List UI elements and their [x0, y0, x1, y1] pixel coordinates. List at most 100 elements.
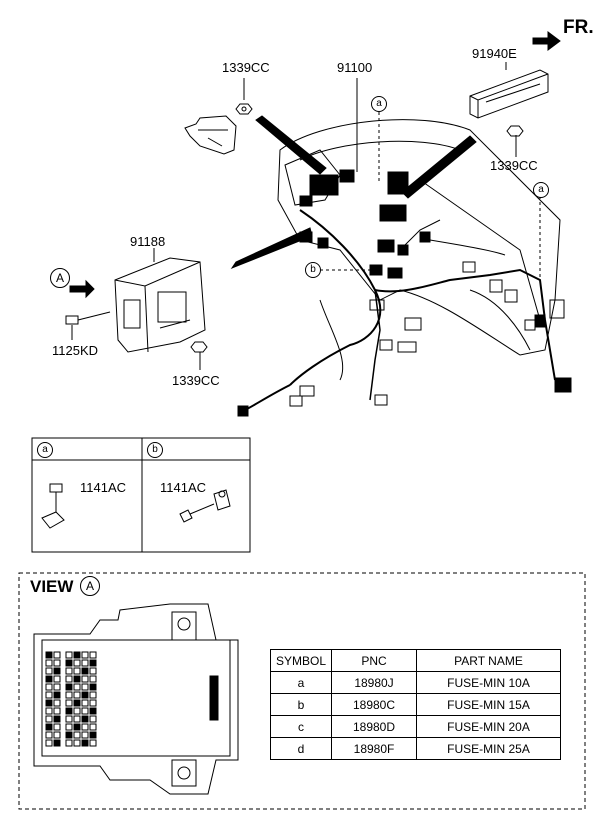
fuse-slot: [53, 659, 61, 667]
fuse-slot: [73, 723, 81, 731]
fuse-slot: [53, 691, 61, 699]
fuse-slot: [53, 699, 61, 707]
fuse-slot: [45, 699, 53, 707]
fuse-slot: [53, 667, 61, 675]
fuse-slot: [89, 691, 97, 699]
fuse-slot: [89, 667, 97, 675]
row-pnc: 18980F: [331, 737, 417, 760]
fuse-slot: [53, 715, 61, 723]
row-part-name: FUSE-MIN 25A: [416, 737, 561, 760]
fuse-slot: [73, 667, 81, 675]
col-part-name: PART NAME: [416, 649, 561, 672]
fuse-slot: [65, 667, 73, 675]
fuse-slot: [65, 699, 73, 707]
fuse-slot: [53, 707, 61, 715]
fuse-slot: [89, 699, 97, 707]
fuse-slot: [65, 651, 73, 659]
callout-1125kd: 1125KD: [52, 343, 99, 358]
fuse-slot: [89, 651, 97, 659]
fuse-slot: [73, 715, 81, 723]
fuse-slot: [89, 659, 97, 667]
fuse-slot: [81, 707, 89, 715]
fuse-slot: [53, 683, 61, 691]
detail-a-part: 1141AC: [80, 480, 127, 495]
fuse-slot: [53, 723, 61, 731]
fuse-slot: [73, 707, 81, 715]
callout-91188: 91188: [130, 234, 166, 249]
fuse-slot: [73, 683, 81, 691]
fuse-slot: [81, 739, 89, 747]
callout-1339cc-top: 1339CC: [222, 60, 270, 75]
fuse-slot: [73, 739, 81, 747]
row-symbol: b: [270, 693, 332, 716]
table-row: d 18980F FUSE-MIN 25A: [270, 737, 561, 760]
fuse-slot: [73, 675, 81, 683]
fuse-slot: [53, 739, 61, 747]
fuse-slot: [89, 731, 97, 739]
fuse-slot: [65, 675, 73, 683]
fuse-slot: [73, 699, 81, 707]
row-symbol: d: [270, 737, 332, 760]
fuse-slot: [45, 683, 53, 691]
fuse-slot: [89, 683, 97, 691]
fuse-slot: [81, 715, 89, 723]
marker-a-top: a: [371, 96, 387, 112]
fuse-slot: [89, 739, 97, 747]
detail-a-marker: a: [37, 442, 53, 458]
fuse-slot: [81, 683, 89, 691]
table-row: b 18980C FUSE-MIN 15A: [270, 693, 561, 716]
fuse-slot: [45, 659, 53, 667]
fuse-slot: [81, 731, 89, 739]
fuse-slot: [65, 739, 73, 747]
fuse-slot: [45, 715, 53, 723]
fuse-slot: [81, 675, 89, 683]
fuse-slot: [73, 691, 81, 699]
marker-view-a: A: [50, 268, 70, 288]
fuse-slot: [81, 723, 89, 731]
fuse-slot: [65, 715, 73, 723]
fuse-slot: [89, 715, 97, 723]
front-arrow-icon: [532, 31, 561, 51]
fuse-slot: [45, 723, 53, 731]
fuse-slot: [65, 683, 73, 691]
view-title: VIEW: [30, 577, 74, 596]
fuse-slot: [65, 723, 73, 731]
fuse-slot: [65, 659, 73, 667]
marker-a-right: a: [533, 182, 549, 198]
fuse-slot: [81, 651, 89, 659]
fuse-slot: [45, 691, 53, 699]
fuse-slot: [73, 659, 81, 667]
fuse-slot: [53, 675, 61, 683]
row-part-name: FUSE-MIN 15A: [416, 693, 561, 716]
fuse-slot: [89, 723, 97, 731]
fuse-slot: [73, 731, 81, 739]
fuse-slot: [81, 699, 89, 707]
view-marker: A: [80, 576, 100, 596]
fuse-slot: [65, 731, 73, 739]
row-pnc: 18980J: [331, 671, 417, 694]
detail-b-marker: b: [147, 442, 163, 458]
row-symbol: c: [270, 715, 332, 738]
front-direction-label: FR.: [563, 17, 594, 38]
col-symbol: SYMBOL: [270, 649, 332, 672]
callout-1339cc-right: 1339CC: [490, 158, 538, 173]
fuse-slot: [81, 659, 89, 667]
fuse-slot: [53, 731, 61, 739]
fuse-parts-table: SYMBOL PNC PART NAME a 18980J FUSE-MIN 1…: [270, 649, 561, 760]
fuse-slot: [81, 691, 89, 699]
row-symbol: a: [270, 671, 332, 694]
fuse-slot: [53, 651, 61, 659]
callout-91100: 91100: [337, 60, 373, 75]
fuse-slot: [45, 707, 53, 715]
row-pnc: 18980C: [331, 693, 417, 716]
table-row: a 18980J FUSE-MIN 10A: [270, 671, 561, 694]
fuse-slot: [45, 651, 53, 659]
fuse-slot: [73, 651, 81, 659]
callout-1339cc-bottom: 1339CC: [172, 373, 220, 388]
table-header-row: SYMBOL PNC PART NAME: [270, 649, 561, 672]
fuse-slot: [89, 707, 97, 715]
fuse-slot: [65, 707, 73, 715]
fuse-slot: [45, 675, 53, 683]
